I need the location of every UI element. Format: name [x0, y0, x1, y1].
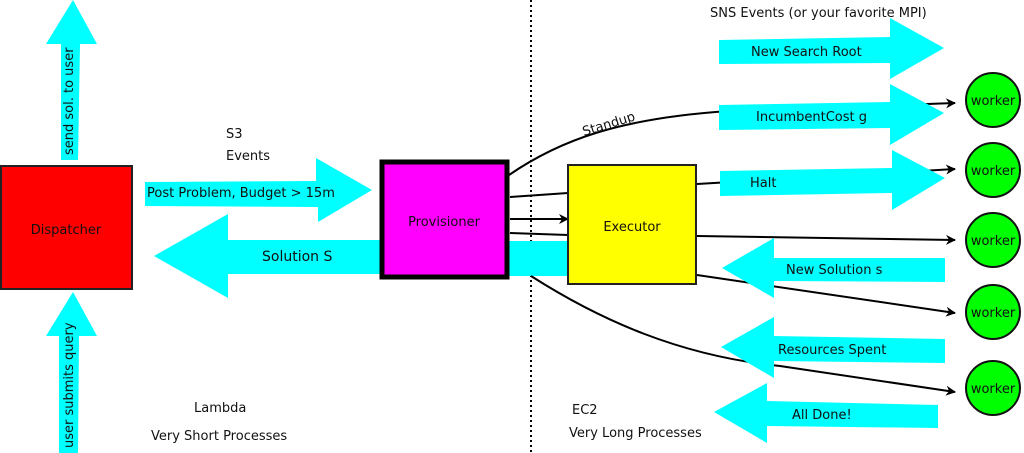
dispatcher-label: Dispatcher — [31, 223, 102, 238]
edge-standup — [508, 98, 956, 176]
new-search-root-arrow: New Search Root — [719, 18, 944, 79]
worker-label: worker — [971, 164, 1016, 179]
user-submits-arrow: user submits query — [46, 292, 97, 453]
worker-node[interactable]: worker — [965, 72, 1021, 128]
edge-prov-exec-1 — [509, 192, 569, 198]
send-solution-arrow: send sol. to user — [46, 0, 97, 160]
halt-label: Halt — [750, 176, 776, 191]
incumbent-cost-arrow: IncumbentCost g — [719, 84, 944, 145]
edge-exec-worker4 — [696, 274, 956, 317]
new-search-root-label: New Search Root — [751, 45, 862, 60]
edge-prov-exec-3 — [509, 232, 569, 236]
new-solution-arrow: New Solution s — [722, 238, 945, 298]
edge-exec-worker3 — [696, 234, 956, 245]
post-problem-label: Post Problem, Budget > 15m — [147, 186, 335, 201]
incumbent-cost-label: IncumbentCost g — [756, 110, 867, 125]
halt-arrow: Halt — [720, 150, 945, 210]
ec2-subtitle: Very Long Processes — [569, 426, 702, 441]
provisioner-label: Provisioner — [408, 215, 481, 230]
send-solution-label: send sol. to user — [62, 47, 77, 155]
new-solution-label: New Solution s — [786, 263, 883, 278]
resources-spent-label: Resources Spent — [778, 343, 886, 358]
worker-label: worker — [971, 306, 1016, 321]
solution-arrow: Solution S — [154, 214, 380, 298]
sns-events-label: SNS Events (or your favorite MPI) — [710, 6, 927, 21]
worker-node[interactable]: worker — [965, 142, 1021, 198]
lambda-subtitle: Very Short Processes — [151, 429, 287, 444]
worker-label: worker — [971, 94, 1016, 109]
dispatcher-node[interactable]: Dispatcher — [0, 165, 133, 290]
ec2-label: EC2 — [572, 403, 598, 418]
events-label: Events — [226, 149, 270, 164]
solution-label: Solution S — [262, 249, 332, 265]
worker-node[interactable]: worker — [965, 212, 1021, 268]
post-problem-arrow: Post Problem, Budget > 15m — [145, 158, 372, 222]
worker-label: worker — [971, 382, 1016, 397]
worker-node[interactable]: worker — [965, 284, 1021, 340]
resources-spent-arrow: Resources Spent — [721, 317, 945, 378]
worker-node[interactable]: worker — [965, 360, 1021, 416]
lambda-label: Lambda — [194, 401, 246, 416]
worker-label: worker — [971, 234, 1016, 249]
edge-prov-worker5 — [530, 275, 956, 396]
all-done-arrow: All Done! — [714, 383, 938, 443]
user-submits-label: user submits query — [62, 322, 77, 448]
executor-node[interactable]: Executor — [567, 164, 697, 285]
standup-label: Standup — [581, 110, 637, 140]
all-done-label: All Done! — [792, 408, 852, 423]
provisioner-node[interactable]: Provisioner — [379, 159, 510, 280]
executor-label: Executor — [603, 220, 661, 235]
s3-label: S3 — [226, 127, 243, 142]
